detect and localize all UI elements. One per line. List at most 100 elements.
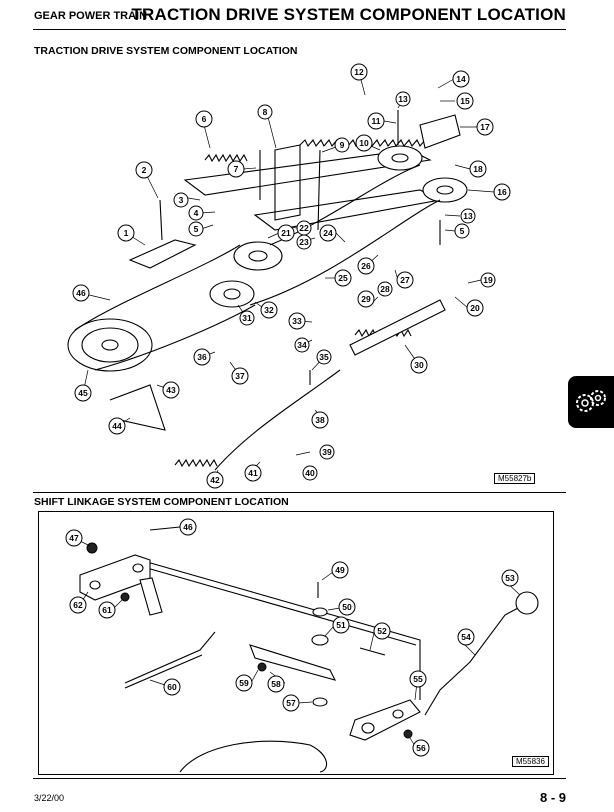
- callout-6: 6: [195, 110, 213, 128]
- callout-19: 19: [480, 272, 496, 288]
- callout-7: 7: [227, 160, 245, 178]
- svg-text:2: 2: [142, 165, 147, 175]
- svg-text:3: 3: [179, 195, 184, 205]
- svg-text:47: 47: [69, 533, 79, 543]
- svg-text:60: 60: [167, 682, 177, 692]
- svg-text:62: 62: [73, 600, 83, 610]
- callouts-fig2: 46 47 49 50 51 52 53 54 55 56 57 58 59 6…: [65, 518, 519, 757]
- rod-38: [214, 369, 341, 471]
- callout-49: 49: [331, 561, 349, 579]
- callout-28: 28: [377, 281, 393, 297]
- svg-text:37: 37: [235, 371, 245, 381]
- callouts-fig1: 1 2 3 4 5 6 7 8 9 10 11 12 13 14 15 17 1…: [72, 63, 511, 489]
- callout-46: 46: [72, 284, 90, 302]
- svg-text:6: 6: [202, 114, 207, 124]
- right-pulleys: [377, 145, 468, 203]
- svg-text:23: 23: [299, 237, 309, 247]
- callout-21: 21: [277, 224, 295, 242]
- shift-bolts: [149, 526, 386, 656]
- bracket-17: [419, 114, 461, 149]
- svg-text:11: 11: [372, 116, 381, 126]
- callout-51: 51: [332, 616, 350, 634]
- spring-6: [204, 153, 248, 163]
- rod-60: [124, 631, 216, 689]
- svg-text:7: 7: [234, 164, 239, 174]
- bracket-55: [349, 699, 421, 741]
- svg-text:31: 31: [242, 313, 252, 323]
- callout-58: 58: [267, 675, 285, 693]
- callout-13a: 13: [395, 91, 411, 107]
- plate-58: [249, 644, 337, 681]
- footer-rule: [33, 778, 566, 779]
- svg-text:24: 24: [323, 228, 333, 238]
- callout-44: 44: [108, 417, 126, 435]
- section-tab[interactable]: [568, 376, 614, 428]
- svg-text:27: 27: [400, 275, 410, 285]
- header-rule: [33, 29, 566, 30]
- svg-text:51: 51: [336, 620, 346, 630]
- callout-29: 29: [357, 290, 375, 308]
- svg-text:52: 52: [377, 626, 387, 636]
- callout-59: 59: [235, 674, 253, 692]
- gears-icon: [576, 390, 606, 412]
- callout-13b: 13: [460, 208, 476, 224]
- callout-9: 9: [334, 137, 350, 153]
- callout-35: 35: [316, 349, 332, 365]
- figure2-title: SHIFT LINKAGE SYSTEM COMPONENT LOCATION: [34, 496, 289, 508]
- callout-38: 38: [311, 411, 329, 429]
- svg-text:15: 15: [460, 96, 470, 106]
- svg-text:46: 46: [76, 288, 86, 298]
- callout-16: 16: [493, 183, 511, 201]
- bracket-44: [109, 384, 166, 431]
- callout-3: 3: [173, 192, 189, 208]
- callout-31: 31: [239, 310, 255, 326]
- svg-text:36: 36: [197, 352, 207, 362]
- callout-43: 43: [162, 381, 180, 399]
- svg-text:5: 5: [460, 226, 465, 236]
- svg-text:39: 39: [322, 447, 332, 457]
- callout-36: 36: [193, 348, 211, 366]
- svg-text:20: 20: [470, 303, 480, 313]
- svg-text:45: 45: [78, 388, 88, 398]
- callout-41: 41: [244, 464, 262, 482]
- callout-20: 20: [466, 299, 484, 317]
- arm-61: [139, 577, 163, 616]
- callout-54: 54: [457, 628, 475, 646]
- svg-text:4: 4: [194, 208, 199, 218]
- callout-55: 55: [409, 670, 427, 688]
- callout-17: 17: [476, 118, 494, 136]
- svg-text:33: 33: [292, 316, 302, 326]
- svg-text:25: 25: [338, 273, 348, 283]
- page-title: TRACTION DRIVE SYSTEM COMPONENT LOCATION: [131, 5, 566, 24]
- callout-37: 37: [231, 367, 249, 385]
- svg-text:13: 13: [398, 94, 408, 104]
- shift-linkage-frame: [38, 511, 554, 775]
- svg-text:43: 43: [166, 385, 176, 395]
- svg-text:35: 35: [319, 352, 329, 362]
- callout-45: 45: [74, 384, 92, 402]
- svg-text:21: 21: [281, 228, 291, 238]
- svg-text:56: 56: [416, 743, 426, 753]
- callout-56: 56: [412, 739, 430, 757]
- svg-text:1: 1: [124, 228, 129, 238]
- callout-1: 1: [117, 224, 135, 242]
- callout-26: 26: [357, 257, 375, 275]
- bracket-1: [128, 239, 197, 269]
- svg-text:13: 13: [463, 211, 473, 221]
- callout-30: 30: [410, 356, 428, 374]
- bracket-62: [79, 554, 151, 601]
- callout-62: 62: [69, 596, 87, 614]
- svg-text:14: 14: [456, 74, 466, 84]
- svg-text:26: 26: [361, 261, 371, 271]
- svg-text:17: 17: [480, 122, 490, 132]
- svg-text:32: 32: [264, 305, 274, 315]
- svg-text:16: 16: [497, 187, 507, 197]
- idler-pulleys: [209, 241, 283, 308]
- callout-12: 12: [350, 63, 368, 81]
- spring-42: [174, 458, 218, 468]
- svg-text:44: 44: [112, 421, 122, 431]
- transaxle-fragment: [179, 740, 328, 773]
- svg-text:29: 29: [361, 294, 371, 304]
- svg-text:12: 12: [354, 67, 364, 77]
- svg-text:46: 46: [183, 522, 193, 532]
